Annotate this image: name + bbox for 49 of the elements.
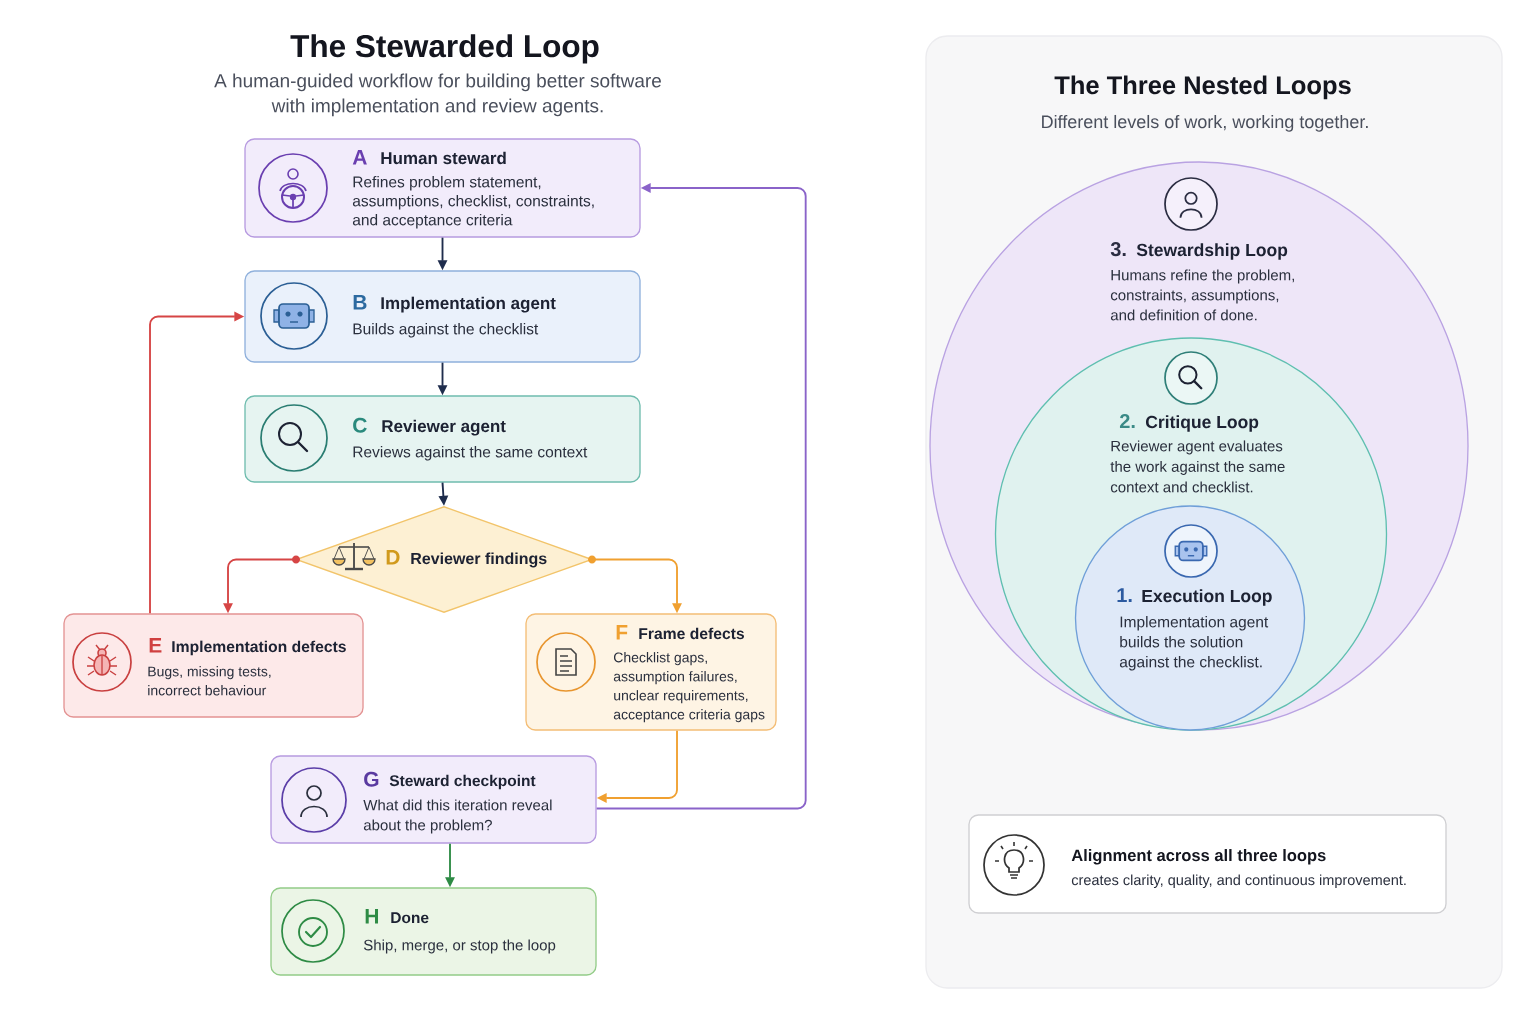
step-title: Steward checkpoint: [389, 774, 536, 790]
step-description: Bugs, missing tests, incorrect behaviour: [148, 666, 271, 696]
step-title: Done: [391, 912, 429, 924]
step-title: Implementation agent: [381, 296, 556, 313]
panel-subtitle: Different levels of work, working together.: [1042, 114, 1368, 132]
step-title: Implementation defects: [172, 640, 346, 656]
step-letter: H: [365, 909, 378, 924]
process-box: [244, 270, 641, 363]
step-letter: B: [353, 295, 367, 310]
panel-title: The Three Nested Loops: [1054, 75, 1351, 100]
process-box: [270, 887, 597, 976]
step-letter: G: [364, 771, 379, 787]
title: The Stewarded Loop: [290, 34, 599, 64]
callout-box: [968, 814, 1447, 914]
step-description: Checklist gaps, assumption failures, unclear requirements, acceptance criteria gaps: [613, 652, 765, 723]
step-letter: C: [353, 417, 367, 433]
step-description: What did this iteration reveal about the problem?: [363, 799, 552, 834]
process-box: [244, 138, 641, 238]
step-title: Human steward: [381, 151, 506, 165]
loop-title: Critique Loop: [1146, 415, 1259, 432]
loop-circle: [1074, 505, 1306, 731]
loop-number: 3.: [1110, 242, 1126, 257]
loop-number: 2.: [1119, 414, 1135, 428]
callout-title: Alignment across all three loops: [1071, 849, 1326, 865]
subtitle: A human-guided workflow for building better software with implementation and review agents.: [214, 73, 661, 117]
callout-text: creates clarity, quality, and continuous improvement.: [1071, 874, 1406, 888]
step-title: Frame defects: [639, 627, 744, 640]
process-box: [525, 613, 777, 731]
step-description: Refines problem statement, assumptions, checklist, constraints, and acceptance criteria: [352, 176, 594, 229]
loop-description: Humans refine the problem, constraints, assumptions, and definition of done.: [1110, 269, 1294, 321]
loop-number: 1.: [1117, 588, 1132, 602]
arrow: [595, 183, 807, 810]
step-letter: F: [616, 625, 628, 640]
step-letter: A: [352, 150, 367, 165]
step-title: Reviewer agent: [382, 419, 506, 436]
process-box: [270, 755, 597, 844]
step-letter: E: [149, 638, 162, 653]
step-letter: D: [386, 550, 400, 565]
step-title: Reviewer findings: [411, 552, 547, 568]
loop-title: Stewardship Loop: [1136, 243, 1288, 260]
process-box: [244, 395, 641, 483]
loop-description: Reviewer agent evaluates the work against the same context and checklist.: [1110, 440, 1285, 493]
step-description: Builds against the checklist: [353, 323, 539, 338]
step-description: Reviews against the same context: [353, 446, 588, 461]
decision-diamond: [292, 506, 596, 613]
loop-description: Implementation agent builds the solution against the checklist.: [1119, 616, 1269, 671]
step-description: Ship, merge, or stop the loop: [363, 939, 556, 954]
process-box: [63, 613, 364, 718]
loop-title: Execution Loop: [1142, 589, 1272, 606]
